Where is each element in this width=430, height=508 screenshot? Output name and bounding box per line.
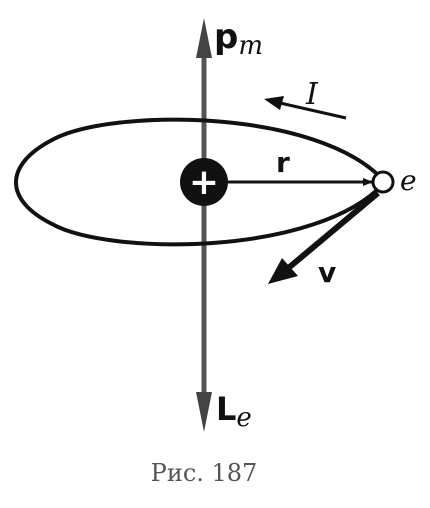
l-e-arrowhead: [196, 392, 212, 432]
label-radius: r: [276, 146, 290, 179]
current-arrowhead: [264, 96, 284, 110]
figure-caption: Рис. 187: [151, 459, 258, 487]
label-current: I: [305, 77, 319, 112]
label-velocity: v: [318, 256, 336, 289]
electron: [371, 170, 395, 194]
velocity-arrow: [284, 190, 380, 273]
p-m-arrowhead: [196, 18, 212, 58]
label-p-m: pm: [214, 17, 263, 61]
nucleus-sign: +: [189, 162, 219, 203]
current-arrow: [279, 101, 347, 120]
nucleus: [180, 158, 228, 206]
label-electron: e: [400, 164, 417, 197]
label-l-e: Le: [216, 390, 252, 433]
orbit-path: [14, 117, 388, 247]
velocity-arrowhead: [268, 258, 298, 284]
